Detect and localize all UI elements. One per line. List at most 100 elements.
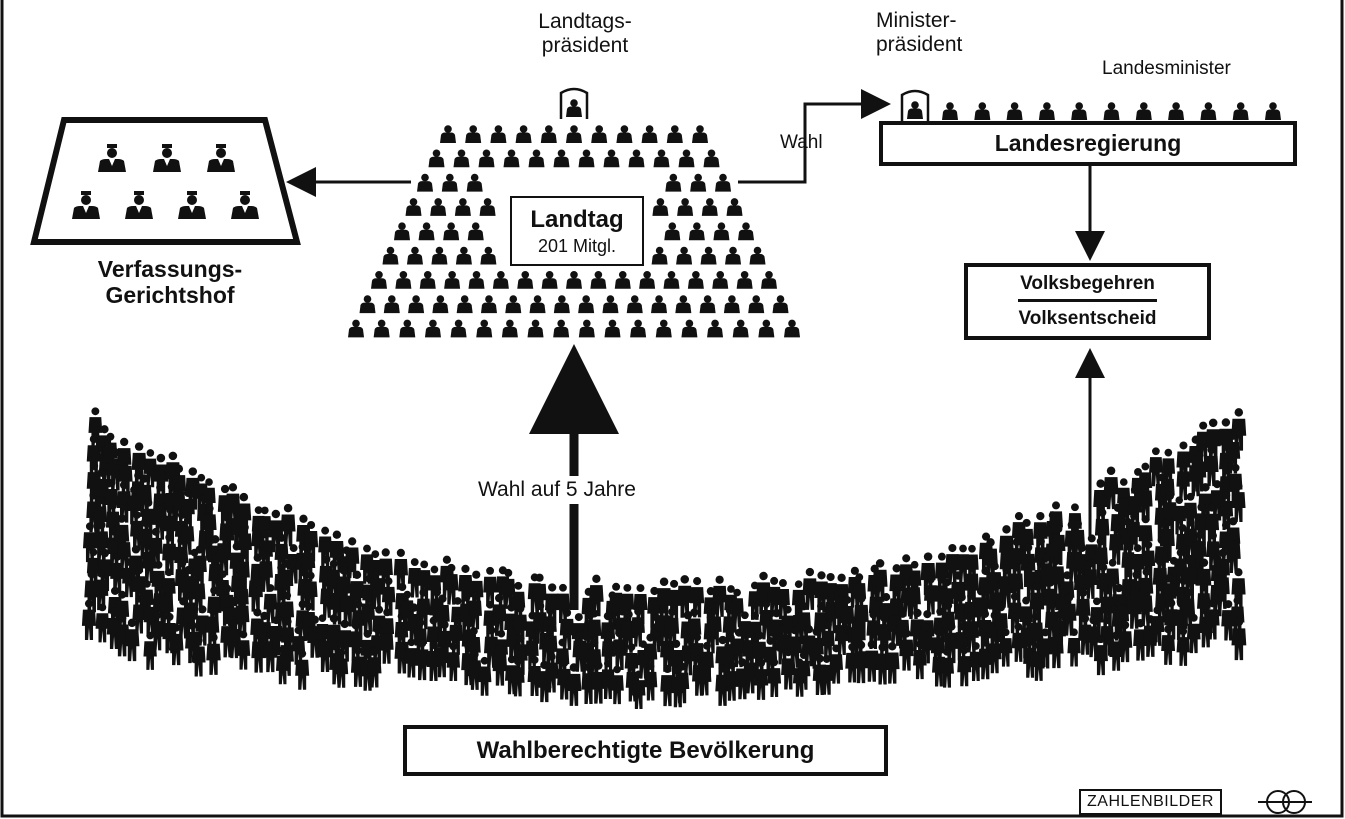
seated-person-icon <box>678 149 695 168</box>
seated-person-icon <box>712 271 729 289</box>
landtag-members: 201 Mitgl. <box>537 235 617 256</box>
standing-person-icon <box>767 658 782 698</box>
seated-person-icon <box>348 319 364 338</box>
seated-person-icon <box>907 101 923 119</box>
seated-person-icon <box>784 319 800 338</box>
seated-person-icon <box>501 319 518 338</box>
standing-person-icon <box>544 652 559 693</box>
standing-person-icon <box>279 559 294 601</box>
standing-person-icon <box>1183 492 1198 533</box>
standing-person-icon <box>280 503 296 547</box>
landtag-seats <box>348 125 800 338</box>
seated-person-icon <box>748 295 765 314</box>
standing-person-icon <box>236 630 251 670</box>
seated-person-icon <box>454 198 471 216</box>
seated-person-icon <box>453 149 470 168</box>
seated-person-icon <box>1265 102 1281 120</box>
standing-person-icon <box>360 593 376 634</box>
standing-person-icon <box>730 588 744 627</box>
seated-person-icon <box>942 102 958 120</box>
standing-person-icon <box>381 577 396 616</box>
standing-person-icon <box>884 642 900 684</box>
standing-person-icon <box>1093 635 1108 676</box>
standing-person-icon <box>724 661 739 701</box>
standing-person-icon <box>957 646 972 687</box>
seated-person-icon <box>652 198 669 216</box>
seated-person-icon <box>417 173 433 192</box>
standing-person-icon <box>1009 537 1024 579</box>
seated-person-icon <box>492 271 509 289</box>
standing-person-icon <box>819 655 834 695</box>
seated-person-icon <box>664 222 681 241</box>
standing-person-icon <box>477 656 492 696</box>
seated-person-icon <box>553 295 570 314</box>
standing-person-icon <box>660 664 675 707</box>
standing-person-icon <box>643 662 658 701</box>
government-seats <box>942 102 1281 120</box>
standing-person-icon <box>467 650 482 690</box>
seated-person-icon <box>675 295 692 314</box>
landesregierung-label: Landesregierung <box>994 130 1182 156</box>
standing-person-icon <box>1186 613 1201 654</box>
seated-person-icon <box>468 271 485 289</box>
standing-person-icon <box>124 618 140 662</box>
seated-person-icon <box>758 319 775 338</box>
standing-person-icon <box>1205 599 1220 640</box>
standing-person-icon <box>677 575 693 618</box>
standing-person-icon <box>1067 628 1081 667</box>
seated-person-icon <box>726 198 743 216</box>
court-judges <box>72 144 259 219</box>
seated-person-icon <box>655 319 672 338</box>
seated-person-icon <box>590 271 607 289</box>
double-circle-logo-icon <box>1258 790 1312 814</box>
standing-person-icon <box>1176 627 1190 666</box>
standing-person-icon <box>393 548 408 590</box>
standing-person-icon <box>566 663 582 706</box>
seated-person-icon <box>1168 102 1185 120</box>
standing-person-icon <box>899 629 914 671</box>
standing-person-icon <box>796 651 811 690</box>
bevoelkerung-box: Wahlberechtigte Bevölkerung <box>403 725 888 776</box>
seated-person-icon <box>432 295 449 314</box>
seated-person-icon <box>688 222 705 241</box>
standing-person-icon <box>162 533 177 575</box>
court-trapezoid <box>30 117 301 245</box>
standing-person-icon <box>216 532 232 576</box>
seated-person-icon <box>681 319 698 338</box>
seated-person-icon <box>578 319 595 338</box>
seated-person-icon <box>467 222 484 241</box>
seated-person-icon <box>443 222 460 241</box>
standing-person-icon <box>1061 593 1077 636</box>
standing-person-icon <box>491 593 507 636</box>
seated-person-icon <box>1232 102 1249 120</box>
standing-person-icon <box>1075 588 1091 631</box>
seated-person-icon <box>383 295 400 314</box>
seated-person-icon <box>725 246 742 265</box>
standing-person-icon <box>853 640 869 684</box>
seated-person-icon <box>1103 102 1120 120</box>
standing-person-icon <box>414 639 430 681</box>
judge-icon <box>72 191 100 219</box>
standing-person-icon <box>1180 588 1196 629</box>
seated-person-icon <box>456 295 473 314</box>
judge-icon <box>207 144 235 172</box>
seated-person-icon <box>604 319 621 338</box>
seated-person-icon <box>466 173 483 192</box>
standing-person-icon <box>1083 559 1098 599</box>
standing-person-icon <box>279 634 294 676</box>
standing-person-icon <box>1038 628 1053 669</box>
standing-person-icon <box>191 636 206 677</box>
standing-person-icon <box>340 585 355 627</box>
standing-person-icon <box>1127 485 1143 527</box>
seated-person-icon <box>419 271 436 289</box>
standing-person-icon <box>434 637 449 678</box>
seated-person-icon <box>382 246 399 265</box>
zahlenbilder-logo: ZAHLENBILDER <box>1079 789 1222 815</box>
judge-icon <box>153 144 181 172</box>
standing-person-icon <box>1033 511 1048 554</box>
standing-person-icon <box>631 607 645 647</box>
seated-person-icon <box>578 149 595 168</box>
standing-person-icon <box>468 591 482 630</box>
seated-person-icon <box>541 271 558 289</box>
